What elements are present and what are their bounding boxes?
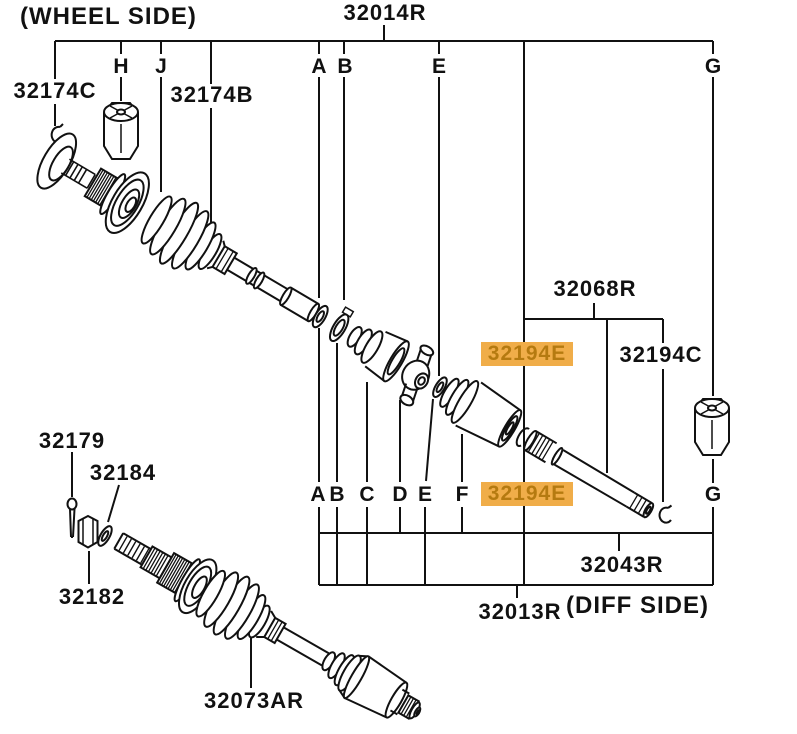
callout-bottom-f: F (455, 483, 469, 506)
grease-block-g (694, 398, 730, 456)
circlip-diff-side (658, 504, 673, 524)
cotter-pin (69, 508, 76, 538)
part-label-32068R[interactable]: 32068R (553, 276, 637, 301)
callout-bottom-e: E (417, 483, 433, 506)
callout-top-e: E (431, 55, 447, 78)
diff-side-label: (DIFF SIDE) (566, 592, 709, 619)
part-label-32013R[interactable]: 32013R (478, 599, 562, 624)
callout-bottom-b: B (329, 483, 345, 506)
cotter-pin-head (66, 497, 78, 511)
callout-top-g: G (704, 55, 722, 78)
part-label-32174B[interactable]: 32174B (170, 82, 254, 107)
callout-bottom-a: A (310, 483, 326, 506)
upper-driveshaft-drawing (36, 123, 673, 524)
damper-block-h (103, 102, 139, 160)
part-label-32182[interactable]: 32182 (58, 584, 126, 609)
part-label-32174C[interactable]: 32174C (13, 78, 97, 103)
wheel-side-label: (WHEEL SIDE) (20, 3, 197, 30)
part-label-32073AR[interactable]: 32073AR (204, 688, 304, 713)
callout-top-j: J (155, 55, 167, 78)
lower-driveshaft-drawing (113, 532, 422, 721)
part-label-32179[interactable]: 32179 (38, 428, 106, 453)
part-label-32014R[interactable]: 32014R (343, 0, 427, 25)
part-label-32043R[interactable]: 32043R (580, 552, 664, 577)
part-label-32184[interactable]: 32184 (89, 460, 157, 485)
callout-top-a: A (311, 55, 327, 78)
part-label-32194C[interactable]: 32194C (617, 342, 705, 367)
hub-washer (97, 525, 113, 547)
callout-top-b: B (337, 55, 353, 78)
callout-top-h: H (113, 55, 129, 78)
part-label-32194E-lower-highlighted[interactable]: 32194E (481, 482, 573, 506)
callout-bottom-d: D (392, 483, 408, 506)
callout-bottom-c: C (359, 483, 375, 506)
callout-bottom-g: G (704, 483, 722, 506)
hub-fasteners-drawing (66, 497, 113, 549)
hub-nut (77, 514, 99, 549)
part-label-32194E-upper-highlighted[interactable]: 32194E (481, 342, 573, 366)
leader-lines (54, 25, 714, 688)
